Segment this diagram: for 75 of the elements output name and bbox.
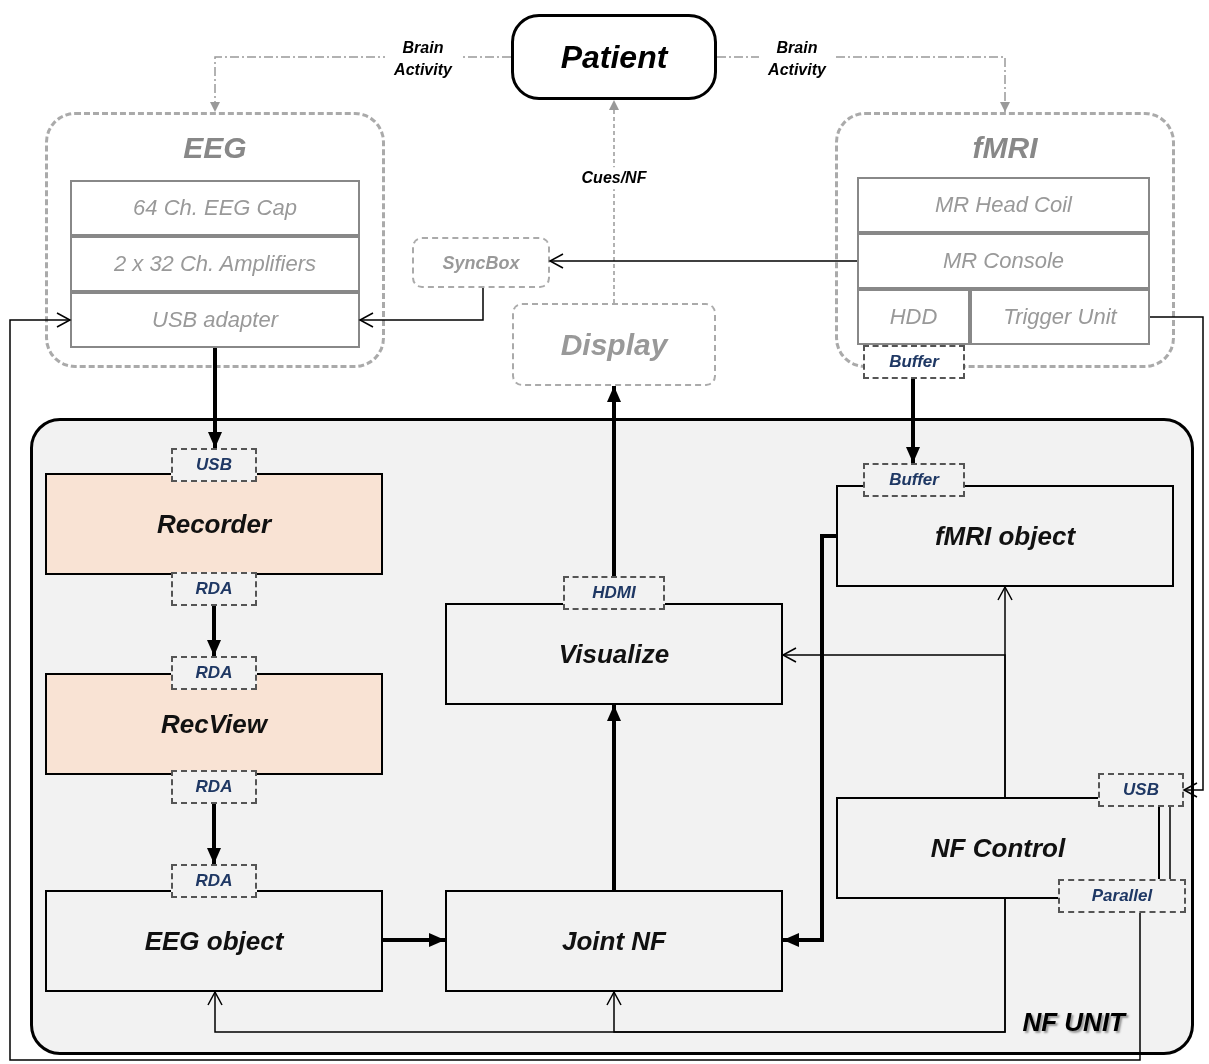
port-box: [1058, 879, 1186, 913]
group-title: NF UNIT: [1022, 1007, 1125, 1038]
arrow: [607, 386, 621, 576]
device-box: [512, 303, 716, 386]
node-label: SyncBox: [441, 252, 521, 273]
cell-text: HDD: [888, 304, 939, 330]
port-label: Buffer: [888, 470, 941, 490]
port-box: [171, 572, 257, 606]
connector-line: [1169, 806, 1171, 880]
arrow: [549, 253, 858, 269]
arrow: [906, 379, 920, 463]
arrow: [383, 933, 445, 947]
process-box: [836, 797, 1160, 899]
cell-text: MR Console: [941, 248, 1065, 274]
cell-text: USB adapter: [151, 307, 280, 333]
node-label: EEG object: [143, 925, 286, 957]
component-cell: [857, 177, 1150, 233]
process-box: [836, 485, 1174, 587]
port-box: [171, 770, 257, 804]
port-label: USB: [1122, 780, 1160, 800]
node-label: Joint NF: [561, 925, 668, 957]
port-label: USB: [195, 455, 233, 475]
group-title: EEG: [182, 131, 248, 165]
cell-text: Trigger Unit: [1002, 304, 1119, 330]
component-cell: [857, 233, 1150, 289]
component-cell: [70, 236, 360, 292]
port-box: [171, 448, 257, 482]
cell-text: 2 x 32 Ch. Amplifiers: [112, 251, 318, 277]
node-label: Display: [559, 327, 670, 362]
cell-text: 64 Ch. EEG Cap: [132, 195, 298, 221]
node-label: Patient: [559, 38, 670, 76]
process-box: [45, 473, 383, 575]
component-cell: [970, 289, 1150, 345]
node-label: Recorder: [155, 508, 274, 540]
node-label: Visualize: [557, 638, 671, 670]
port-box: [863, 345, 965, 379]
component-cell: [70, 180, 360, 236]
arrow: [207, 804, 221, 864]
node-label: fMRI object: [933, 520, 1077, 552]
port-label: HDMI: [591, 583, 637, 603]
device-box: [412, 237, 550, 288]
port-label: Parallel: [1090, 886, 1154, 906]
arrow: [207, 606, 221, 656]
arrow: [606, 898, 1006, 1033]
arrow: [609, 99, 619, 304]
process-box: [445, 890, 783, 992]
arrow: [782, 647, 1006, 798]
component-cell: [70, 292, 360, 348]
port-box: [1098, 773, 1184, 807]
group-container: [30, 418, 1194, 1055]
arrow: [1149, 316, 1204, 798]
port-label: RDA: [194, 871, 234, 891]
group-title: fMRI: [971, 131, 1039, 165]
node-label: NF Control: [929, 832, 1067, 864]
port-label: RDA: [194, 777, 234, 797]
group-container: [835, 112, 1175, 368]
port-box: [171, 656, 257, 690]
port-box: [563, 576, 665, 610]
cell-text: MR Head Coil: [934, 192, 1074, 218]
port-box: [171, 864, 257, 898]
port-label: RDA: [194, 579, 234, 599]
component-cell: [857, 289, 970, 345]
arrow: [607, 705, 621, 890]
node-label: RecView: [160, 708, 269, 740]
terminal-box: [511, 14, 717, 100]
port-label: Buffer: [888, 352, 941, 372]
arrow: [359, 287, 484, 328]
port-box: [863, 463, 965, 497]
process-box: [45, 890, 383, 992]
arrow: [783, 534, 836, 947]
group-container: [45, 112, 385, 368]
port-label: RDA: [194, 663, 234, 683]
arrow: [208, 348, 222, 448]
arrow: [9, 312, 1141, 1061]
process-box: [445, 603, 783, 705]
